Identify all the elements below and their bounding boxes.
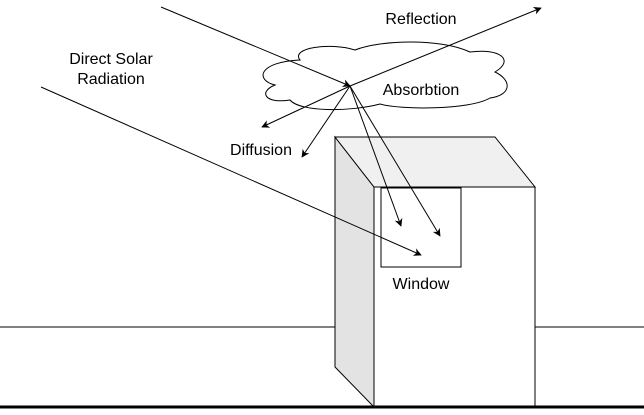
cloud-shape — [262, 41, 508, 111]
window-frame — [380, 187, 462, 268]
label-direct-solar-line1: Direct Solar — [69, 51, 153, 68]
building-front-face — [373, 186, 536, 408]
label-reflection: Reflection — [385, 11, 456, 28]
reflection-ray — [349, 7, 542, 87]
label-diffusion: Diffusion — [230, 142, 292, 159]
transmitted-ray-2 — [349, 85, 441, 237]
diffusion-ray-left — [261, 85, 351, 128]
label-absorption: Absorbtion — [383, 82, 460, 99]
incident-ray — [160, 6, 351, 87]
diffusion-ray-down — [301, 85, 351, 158]
direct-solar-ray — [40, 86, 422, 256]
label-direct-solar-line2: Radiation — [77, 71, 145, 88]
building — [333, 135, 537, 409]
transmitted-ray-1 — [349, 85, 403, 227]
label-window: Window — [393, 276, 450, 293]
